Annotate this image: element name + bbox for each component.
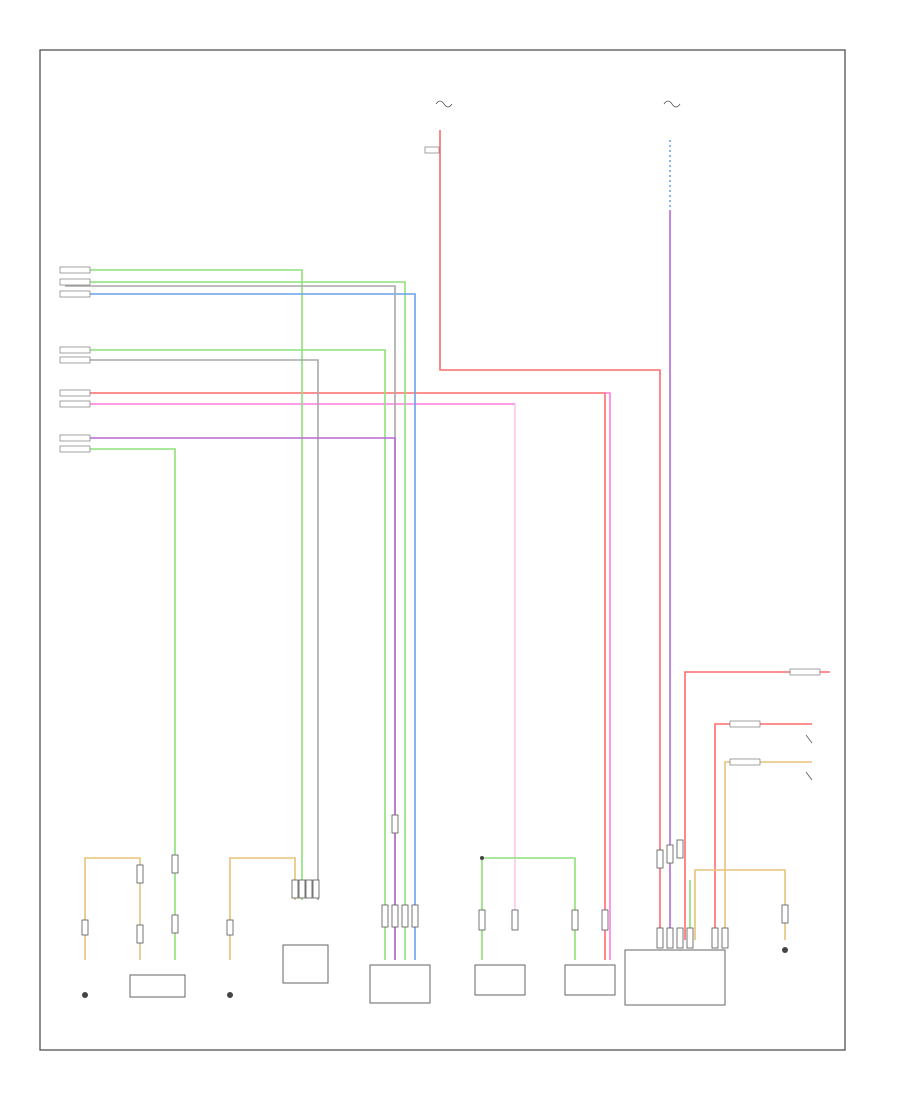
component-box-1 xyxy=(129,974,186,998)
connector-pin xyxy=(511,909,519,931)
component-box-4 xyxy=(474,964,526,996)
wire-tag xyxy=(729,720,761,728)
ground-point xyxy=(82,992,88,998)
connector-pin xyxy=(136,924,144,944)
connector-pin xyxy=(601,909,609,931)
wire-green-4 xyxy=(65,448,176,960)
wire-red-harness xyxy=(65,392,606,960)
switch-icon xyxy=(805,734,813,744)
wire-green-2 xyxy=(65,281,406,960)
connector-pin xyxy=(656,849,664,869)
ground-point xyxy=(227,992,233,998)
connector-pin xyxy=(411,904,419,928)
connector-pin xyxy=(391,904,399,928)
connector-pin xyxy=(81,919,89,936)
component-boxes xyxy=(129,944,726,1006)
connector-pin xyxy=(381,904,389,928)
connector-pin xyxy=(656,927,664,949)
wire-tag xyxy=(59,389,91,397)
connector-pin xyxy=(478,909,486,931)
connector-pin xyxy=(666,927,674,949)
connector-pin xyxy=(711,927,719,949)
wire-tag xyxy=(59,434,91,442)
connector-pin xyxy=(136,864,144,884)
wire-green-1 xyxy=(65,269,303,900)
connector-pins xyxy=(81,814,789,949)
wire-pink-vertical xyxy=(605,392,611,960)
connector-pin xyxy=(171,914,179,934)
connector-pin xyxy=(781,904,789,924)
connector-pin xyxy=(391,814,399,834)
component-box-5 xyxy=(564,964,616,996)
wire-tag xyxy=(729,758,761,766)
wire-green-module xyxy=(481,857,576,960)
diagram-frame xyxy=(39,49,846,1051)
connector-pin xyxy=(676,839,684,859)
connector-pin xyxy=(298,879,306,899)
connector-pin xyxy=(291,879,299,899)
wire-purple-harness xyxy=(65,437,396,960)
wire-tan-left xyxy=(84,857,141,960)
switch-icon xyxy=(805,771,813,781)
wire-tan-right-2 xyxy=(694,869,786,940)
wire-red-right xyxy=(684,671,830,940)
connector-pin xyxy=(312,879,320,899)
component-box-6 xyxy=(624,949,726,1006)
wire-tag xyxy=(789,668,821,676)
connector-pin xyxy=(401,904,409,928)
wire-tag xyxy=(59,356,91,364)
connector-pin xyxy=(686,927,694,949)
connector-pin xyxy=(305,879,313,899)
wire-green-3 xyxy=(65,349,386,960)
wire-tan-mid xyxy=(229,857,296,960)
ground-point xyxy=(782,947,788,953)
connector-pin xyxy=(721,927,729,949)
wires xyxy=(65,130,830,960)
fuse-symbols xyxy=(435,100,813,781)
connector-pin xyxy=(571,909,579,931)
connector-pin xyxy=(226,919,234,936)
wire-tag xyxy=(59,290,91,298)
wire-tag xyxy=(59,445,91,453)
wire-tag xyxy=(59,400,91,408)
connector-pin xyxy=(666,844,674,864)
component-box-3 xyxy=(369,964,431,1004)
component-box-2 xyxy=(282,944,329,984)
wire-red-right-2 xyxy=(714,723,812,940)
wire-red-power xyxy=(439,130,661,940)
wire-tan-right xyxy=(724,761,812,940)
ground-points xyxy=(82,856,788,998)
wire-tag xyxy=(59,346,91,354)
wire-tag xyxy=(424,146,440,154)
fuse-icon xyxy=(663,100,681,108)
connector-pin xyxy=(676,927,684,949)
wire-blue-1 xyxy=(65,293,416,960)
wire-color-tags xyxy=(59,146,821,766)
wire-tag xyxy=(59,266,91,274)
wire-gray-2 xyxy=(65,359,319,900)
wire-tag xyxy=(59,278,91,286)
connector-pin xyxy=(171,854,179,874)
splice-point xyxy=(480,856,484,860)
fuse-icon xyxy=(435,100,453,108)
